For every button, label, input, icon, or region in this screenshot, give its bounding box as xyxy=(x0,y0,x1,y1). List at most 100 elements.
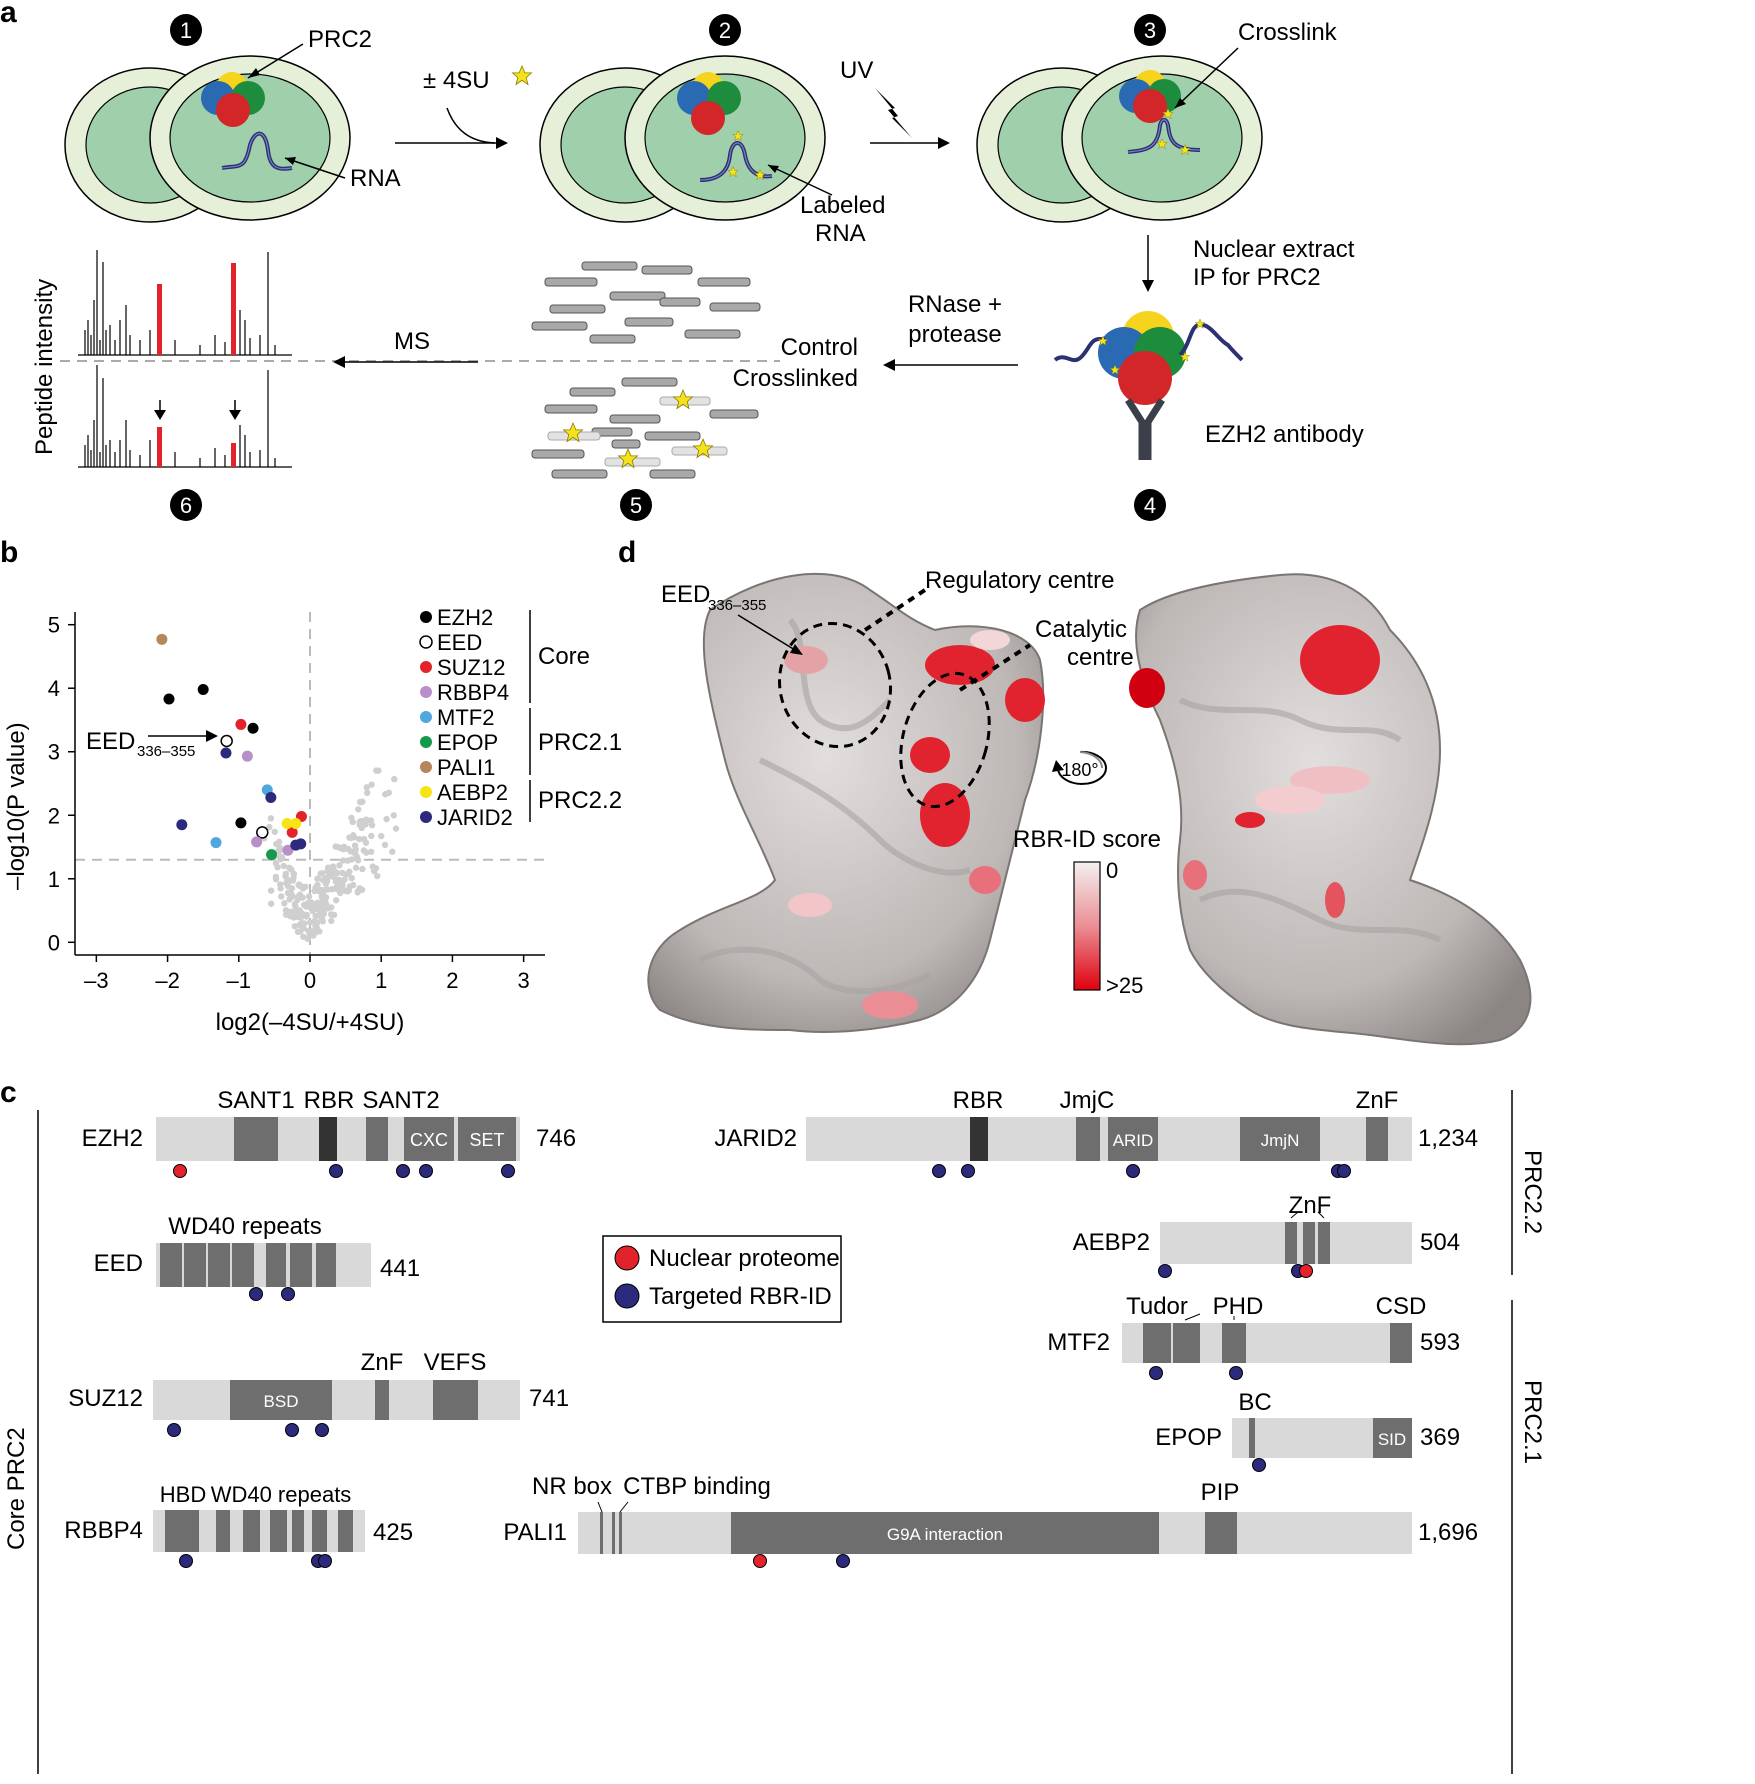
protein-eed: EED WD40 repeats 441 xyxy=(94,1213,420,1301)
background-point xyxy=(267,815,275,822)
protein-epop: EPOP SID BC 369 xyxy=(1155,1389,1460,1472)
label-centre: centre xyxy=(1067,644,1134,671)
svg-text:JARID2: JARID2 xyxy=(714,1125,797,1152)
svg-text:741: 741 xyxy=(529,1385,569,1412)
data-point-rbbp4 xyxy=(282,844,294,856)
background-point xyxy=(284,889,292,897)
background-point xyxy=(327,911,335,918)
chart-xlabel: log2(–4SU/+4SU) xyxy=(216,1009,405,1036)
data-point-jarid2 xyxy=(265,791,277,803)
svg-text:WD40 repeats: WD40 repeats xyxy=(168,1213,321,1240)
label-nuclear-extract: Nuclear extract xyxy=(1193,236,1355,263)
background-point xyxy=(363,789,371,797)
svg-text:CXC: CXC xyxy=(410,1130,448,1150)
label-ms: MS xyxy=(394,328,430,355)
background-point xyxy=(286,864,293,872)
score-title: RBR-ID score xyxy=(1013,826,1161,853)
svg-text:BC: BC xyxy=(1238,1389,1271,1416)
svg-text:ARID: ARID xyxy=(1113,1131,1154,1150)
background-point xyxy=(339,869,346,877)
step-badges: 1 2 3 4 5 6 xyxy=(170,14,1166,521)
background-point xyxy=(359,798,366,805)
background-point xyxy=(391,775,398,783)
legend-c: Nuclear proteome Targeted RBR-ID xyxy=(602,1235,842,1323)
chart-ylabel: –log10(P value) xyxy=(3,722,30,890)
label-rnase: RNase + xyxy=(908,291,1002,318)
background-point xyxy=(350,832,357,839)
cell-1 xyxy=(64,55,351,223)
svg-text:BSD: BSD xyxy=(264,1392,299,1411)
background-point xyxy=(276,847,283,855)
background-point xyxy=(351,842,359,849)
background-point xyxy=(372,865,380,872)
legend-b: EZH2EEDSUZ12RBBP4MTF2EPOPPALI1AEBP2JARID… xyxy=(419,605,513,830)
data-point-mtf2 xyxy=(210,837,222,849)
step-6: 6 xyxy=(180,493,192,518)
score-min: 0 xyxy=(1106,858,1118,883)
background-point xyxy=(277,885,284,892)
background-point xyxy=(368,781,375,788)
background-point xyxy=(282,873,289,880)
panel-letter-c: c xyxy=(0,1076,17,1109)
svg-text:SET: SET xyxy=(469,1130,504,1150)
background-point xyxy=(354,889,361,896)
label-regulatory-centre: Regulatory centre xyxy=(925,567,1114,594)
prc2-structure-front xyxy=(647,572,1045,1033)
svg-text:RBBP4: RBBP4 xyxy=(64,1517,143,1544)
background-point xyxy=(355,806,362,813)
x-tick-label: 1 xyxy=(375,968,387,993)
label-control: Control xyxy=(781,334,858,361)
protein-rbbp4: RBBP4 HBD WD40 repeats 425 xyxy=(64,1482,413,1568)
background-point xyxy=(336,862,343,869)
svg-text:SID: SID xyxy=(1378,1430,1406,1449)
svg-text:504: 504 xyxy=(1420,1229,1460,1256)
step-5: 5 xyxy=(630,493,642,518)
y-tick-label: 4 xyxy=(48,676,60,701)
background-point xyxy=(381,841,389,849)
background-point xyxy=(390,812,397,819)
background-point xyxy=(303,911,311,919)
x-tick-label: –1 xyxy=(227,968,251,993)
spectrum-peak-red xyxy=(231,443,236,467)
label-labeled: Labeled xyxy=(800,192,885,219)
data-point-aebp2 xyxy=(281,818,293,830)
lightning-icon xyxy=(875,88,912,138)
legend-label: JARID2 xyxy=(437,805,513,830)
label-prc22: PRC2.2 xyxy=(1519,1150,1546,1234)
star-icon xyxy=(512,65,532,85)
svg-text:EPOP: EPOP xyxy=(1155,1424,1222,1451)
label-protease: protease xyxy=(908,321,1001,348)
data-point-eed xyxy=(256,826,269,839)
background-point xyxy=(319,918,326,925)
svg-text:JmjN: JmjN xyxy=(1261,1131,1300,1150)
eed-annotation-main: EED xyxy=(86,728,135,755)
legend-label: EZH2 xyxy=(437,605,493,630)
svg-text:JmjC: JmjC xyxy=(1060,1087,1115,1114)
label-ezh2-antibody: EZH2 antibody xyxy=(1205,421,1364,448)
background-point xyxy=(368,821,376,829)
background-point xyxy=(280,862,287,870)
background-point xyxy=(304,935,311,942)
x-tick-label: 3 xyxy=(518,968,530,993)
cell-3 xyxy=(976,55,1263,223)
svg-text:Targeted RBR-ID: Targeted RBR-ID xyxy=(649,1283,832,1310)
x-tick-label: –3 xyxy=(84,968,108,993)
svg-text:NR box: NR box xyxy=(532,1473,612,1500)
background-point xyxy=(268,900,275,907)
spectrum-peak-red xyxy=(157,284,162,355)
label-prc2: PRC2 xyxy=(308,26,372,53)
step-3: 3 xyxy=(1144,18,1156,43)
protein-mtf2: MTF2 Tudor PHD CSD 593 xyxy=(1047,1293,1460,1380)
background-point xyxy=(373,767,380,774)
spectrum-peak-red xyxy=(231,263,236,355)
data-point-ezh2 xyxy=(235,817,247,829)
background-point xyxy=(374,872,381,880)
prc2-structure-back xyxy=(1129,573,1532,1046)
background-point xyxy=(362,816,370,823)
background-point xyxy=(389,848,396,855)
svg-text:G9A interaction: G9A interaction xyxy=(887,1525,1003,1544)
background-point xyxy=(383,815,390,823)
svg-text:EED: EED xyxy=(94,1250,143,1277)
eed-annotation: EED 336–355 xyxy=(86,728,218,760)
